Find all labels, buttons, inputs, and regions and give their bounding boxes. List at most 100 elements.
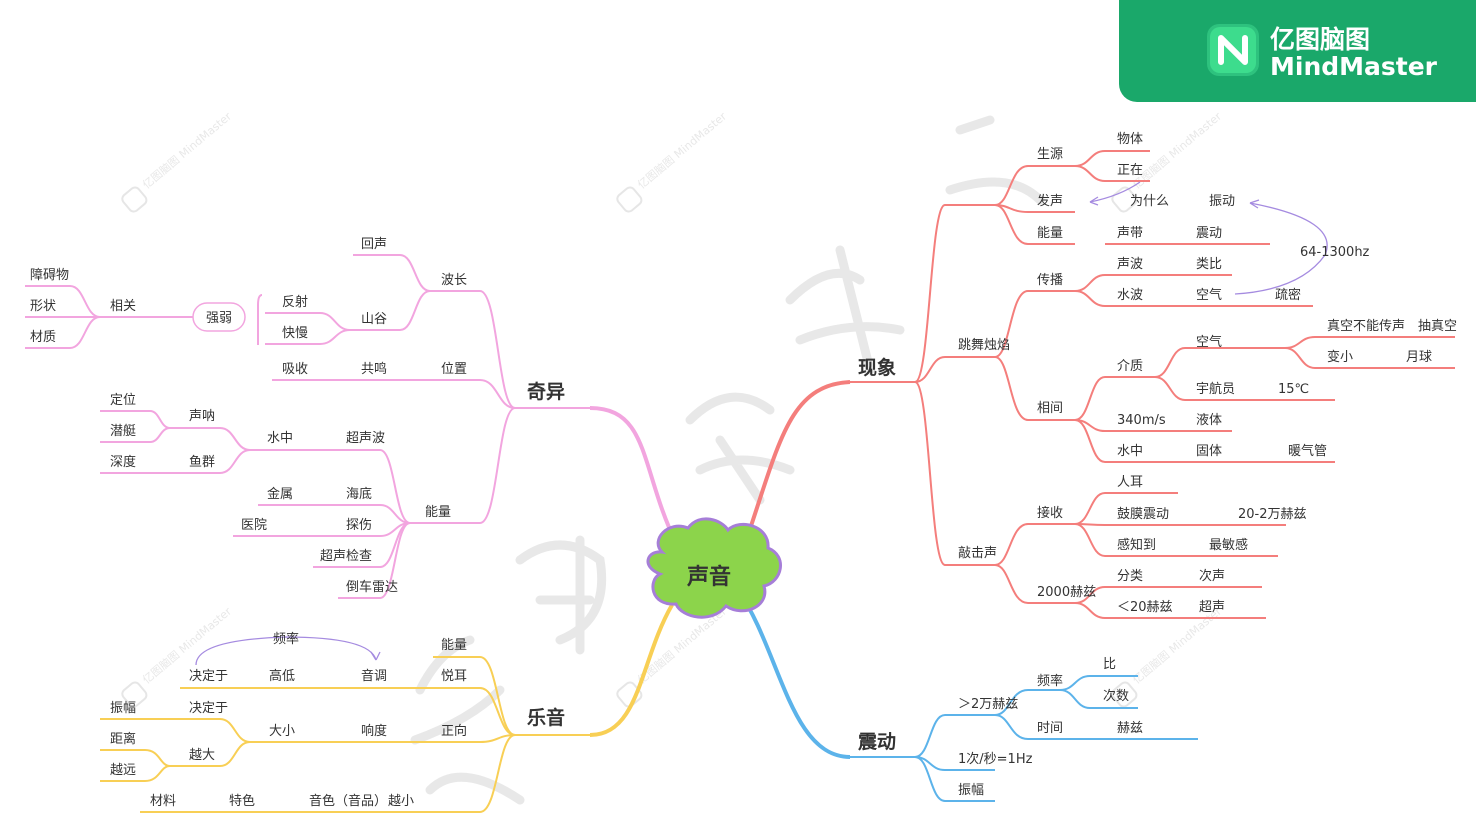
node-label[interactable]: 15℃ [1278,382,1309,397]
node-label[interactable]: 感知到 [1117,537,1156,553]
node-label[interactable]: 倒车雷达 [346,579,398,595]
node-label[interactable]: 鼓膜震动 [1117,507,1169,522]
node-label[interactable]: 次声 [1199,568,1225,584]
node-label[interactable]: 频率 [1037,673,1063,689]
node-label[interactable]: 鱼群 [189,454,215,470]
node-label[interactable]: 敲击声 [958,545,997,561]
node-label[interactable]: 340m/s [1117,413,1166,428]
node-label[interactable]: 空气 [1196,287,1222,303]
node-label[interactable]: 金属 [267,486,293,502]
node-label[interactable]: 振幅 [110,701,136,716]
node-label[interactable]: 2000赫兹 [1037,585,1096,600]
node-label[interactable]: 水波 [1117,288,1143,303]
node-label[interactable]: 能量 [1037,226,1063,241]
node-label[interactable]: 大小 [269,724,295,739]
node-label[interactable]: 20-2万赫兹 [1238,507,1307,522]
node-label[interactable]: 声波 [1117,257,1143,272]
node-label[interactable]: 音调 [361,668,387,684]
node-label[interactable]: 能量 [441,638,467,653]
node-label[interactable]: 深度 [110,454,136,470]
branch-label-music[interactable]: 乐音 [527,706,565,729]
node-label[interactable]: 山谷 [361,312,387,327]
node-label[interactable]: 分类 [1117,569,1143,584]
branch-label-vibration[interactable]: 震动 [858,731,896,753]
node-label[interactable]: 为什么 [1130,194,1169,209]
node-label[interactable]: 强弱 [206,311,232,326]
node-label[interactable]: 材料 [150,794,176,809]
node-label[interactable]: ＜20赫兹 [1117,600,1173,615]
node-label[interactable]: 暖气管 [1288,443,1327,459]
node-label[interactable]: 能量 [425,505,451,520]
node-label[interactable]: 变小 [1327,349,1353,365]
node-label[interactable]: 快慢 [282,325,308,341]
node-label[interactable]: 超声检查 [320,549,372,564]
node-label[interactable]: 回声 [361,237,387,252]
node-label[interactable]: 固体 [1196,444,1222,459]
node-label[interactable]: 64-1300hz [1300,245,1370,260]
node-label[interactable]: 跳舞烛焰 [958,338,1010,353]
node-label[interactable]: 吸收 [282,362,308,377]
node-label[interactable]: 距离 [110,731,136,747]
node-label[interactable]: 传播 [1037,273,1063,288]
node-label[interactable]: 正向 [441,723,467,739]
node-label[interactable]: 潜艇 [110,424,136,439]
node-label[interactable]: 次数 [1103,688,1129,704]
node-label[interactable]: 比 [1103,657,1116,672]
node-label[interactable]: 宇航员 [1196,381,1235,397]
root-node[interactable]: 声音 [646,517,782,619]
node-label[interactable]: 越小 [388,794,414,809]
node-label[interactable]: 定位 [110,393,136,408]
node-label[interactable]: 声呐 [189,409,215,424]
node-label[interactable]: 疏密 [1275,287,1301,303]
node-label[interactable]: 决定于 [189,669,228,684]
node-label[interactable]: 超声波 [346,431,385,446]
node-label[interactable]: 音色（音品） [309,793,387,809]
node-label[interactable]: 医院 [241,518,267,533]
node-label[interactable]: 位置 [441,362,467,377]
node-label[interactable]: 最敏感 [1209,537,1248,553]
node-label[interactable]: 响度 [361,723,387,739]
node-label[interactable]: 抽真空 [1418,319,1457,334]
node-label[interactable]: 波长 [441,273,467,288]
node-label[interactable]: 形状 [30,299,56,314]
node-label[interactable]: 空气 [1196,334,1222,350]
node-label[interactable]: 月球 [1406,350,1432,365]
node-label[interactable]: 震动 [1196,226,1222,241]
node-label[interactable]: 海底 [346,486,372,502]
node-label[interactable]: 赫兹 [1117,721,1143,736]
node-label[interactable]: 高低 [269,668,295,684]
node-label[interactable]: 障碍物 [30,268,69,283]
node-label[interactable]: 反射 [282,294,308,310]
node-label[interactable]: 决定于 [189,701,228,716]
node-label[interactable]: 真空不能传声 [1327,319,1405,334]
node-label[interactable]: 液体 [1196,413,1222,428]
node-label[interactable]: 材质 [30,330,56,345]
branch-label-strange[interactable]: 奇异 [527,380,565,403]
node-label[interactable]: 超声 [1199,600,1225,615]
node-label[interactable]: 相间 [1037,401,1063,416]
node-label[interactable]: 越大 [189,748,215,763]
node-label[interactable]: 悦耳 [441,669,467,684]
node-label[interactable]: 人耳 [1117,475,1143,490]
node-label[interactable]: 特色 [229,793,255,809]
node-label[interactable]: 类比 [1196,257,1222,272]
node-label[interactable]: 时间 [1037,721,1063,736]
node-label[interactable]: 正在 [1117,163,1143,178]
node-label[interactable]: 1次/秒=1Hz [958,751,1033,767]
node-label[interactable]: 水中 [267,431,293,446]
branch-label-phenomenon[interactable]: 现象 [858,356,896,379]
node-label[interactable]: 接收 [1037,505,1063,521]
node-label[interactable]: 相关 [110,299,136,314]
node-label[interactable]: 探伤 [346,518,372,533]
node-label[interactable]: 振动 [1209,194,1235,209]
node-label[interactable]: 越远 [110,763,136,778]
node-label[interactable]: 声带 [1117,226,1143,241]
node-label[interactable]: 发声 [1037,193,1063,209]
node-label[interactable]: 频率 [273,631,299,647]
node-label[interactable]: 振幅 [958,783,984,798]
node-label[interactable]: 生源 [1037,147,1063,162]
node-label[interactable]: 共鸣 [361,361,387,377]
node-label[interactable]: ＞2万赫兹 [958,697,1018,712]
node-label[interactable]: 水中 [1117,444,1143,459]
node-label[interactable]: 介质 [1117,359,1143,374]
